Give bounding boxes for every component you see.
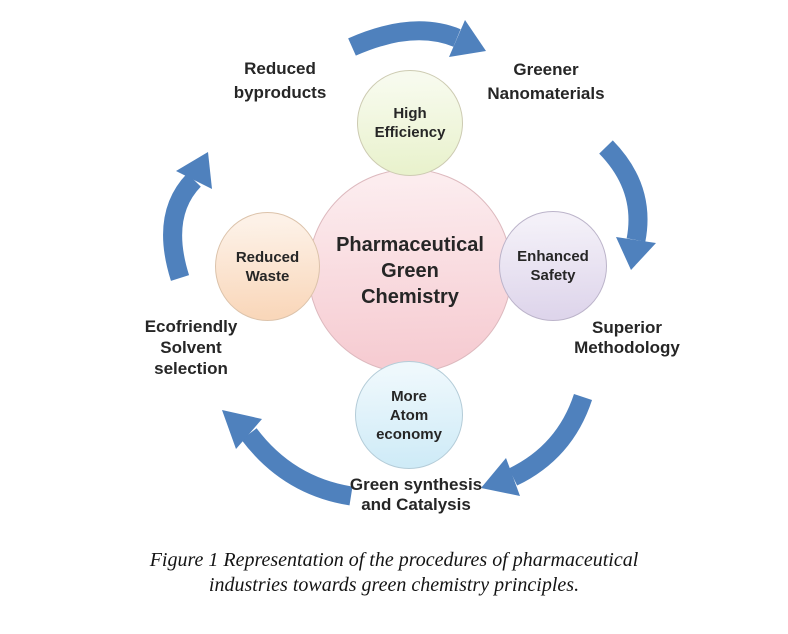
arc-arrow-left-icon	[163, 152, 212, 281]
node-high-efficiency: High Efficiency	[357, 70, 463, 176]
label-superior-methodology: Superior Methodology	[574, 318, 680, 357]
label-green-synthesis-and-catalysis: Green synthesis and Catalysis	[349, 475, 483, 514]
node-reduced-waste: Reduced Waste	[215, 212, 320, 321]
label-reduced-byproducts: Reduced byproducts	[233, 59, 327, 102]
node-pharmaceutical-green-chemistry: Pharmaceutical Green Chemistry	[308, 169, 512, 373]
node-more-atom-economy: More Atom economy	[355, 361, 463, 469]
arc-arrow-top-icon	[348, 20, 486, 57]
label-greener-nanomaterials: Greener Nanomaterials	[487, 60, 605, 103]
label-ecofriendly-solvent-selection: Ecofriendly Solvent selection	[144, 317, 238, 378]
figure-caption: Figure 1 Representation of the procedure…	[149, 549, 639, 596]
arc-arrow-right-icon	[599, 140, 656, 270]
node-enhanced-safety: Enhanced Safety	[499, 211, 607, 321]
